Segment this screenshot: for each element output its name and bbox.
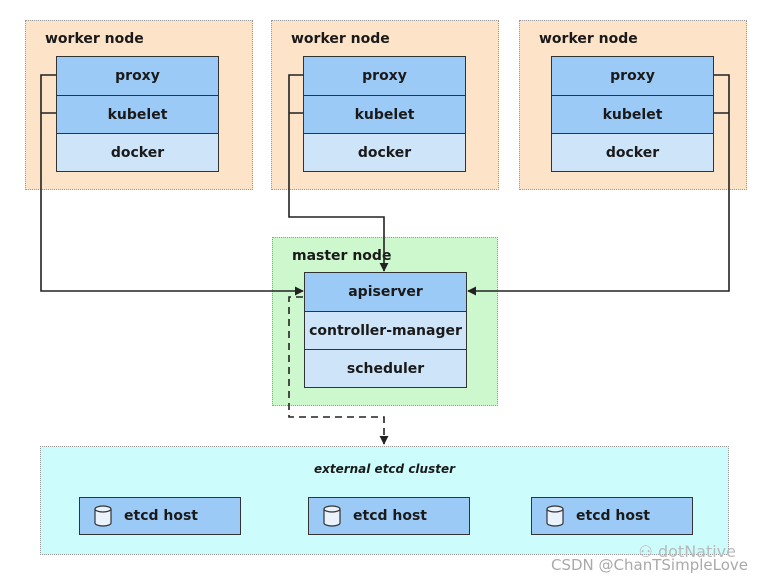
docker-component: docker (552, 133, 713, 171)
controller-manager-component: controller-manager (305, 311, 466, 349)
etcd-host-3: etcd host (531, 497, 693, 535)
apiserver-to-etcd-line (288, 296, 389, 445)
worker-node-title: worker node (45, 31, 144, 47)
worker-2-components: proxy kubelet docker (303, 56, 466, 172)
docker-component: docker (304, 133, 465, 171)
watermark-author: CSDN @ChanTSimpleLove (551, 556, 748, 574)
kubelet-component: kubelet (57, 95, 218, 133)
worker-3-components: proxy kubelet docker (551, 56, 714, 172)
proxy-component: proxy (552, 57, 713, 95)
database-icon (323, 505, 341, 527)
etcd-host-2: etcd host (308, 497, 470, 535)
watermark-brand: ⚇ dotNative (639, 542, 736, 561)
kubelet-component: kubelet (552, 95, 713, 133)
proxy-component: proxy (57, 57, 218, 95)
worker-1-to-apiserver-line (40, 74, 303, 291)
docker-component: docker (57, 133, 218, 171)
database-icon (546, 505, 564, 527)
etcd-host-label: etcd host (576, 508, 650, 524)
worker-node-title: worker node (539, 31, 638, 47)
etcd-host-1: etcd host (79, 497, 241, 535)
proxy-component: proxy (304, 57, 465, 95)
worker-3-to-apiserver-line (468, 74, 730, 291)
etcd-cluster-title: external etcd cluster (313, 462, 456, 476)
etcd-host-label: etcd host (353, 508, 427, 524)
worker-node-title: worker node (291, 31, 390, 47)
etcd-host-label: etcd host (124, 508, 198, 524)
master-node-title: master node (292, 248, 392, 264)
scheduler-component: scheduler (305, 349, 466, 387)
worker-1-components: proxy kubelet docker (56, 56, 219, 172)
kubelet-component: kubelet (304, 95, 465, 133)
worker-2-to-apiserver-line (288, 74, 384, 271)
watermark-brand-text: dotNative (657, 542, 736, 561)
chat-icon: ⚇ (638, 542, 653, 561)
database-icon (94, 505, 112, 527)
